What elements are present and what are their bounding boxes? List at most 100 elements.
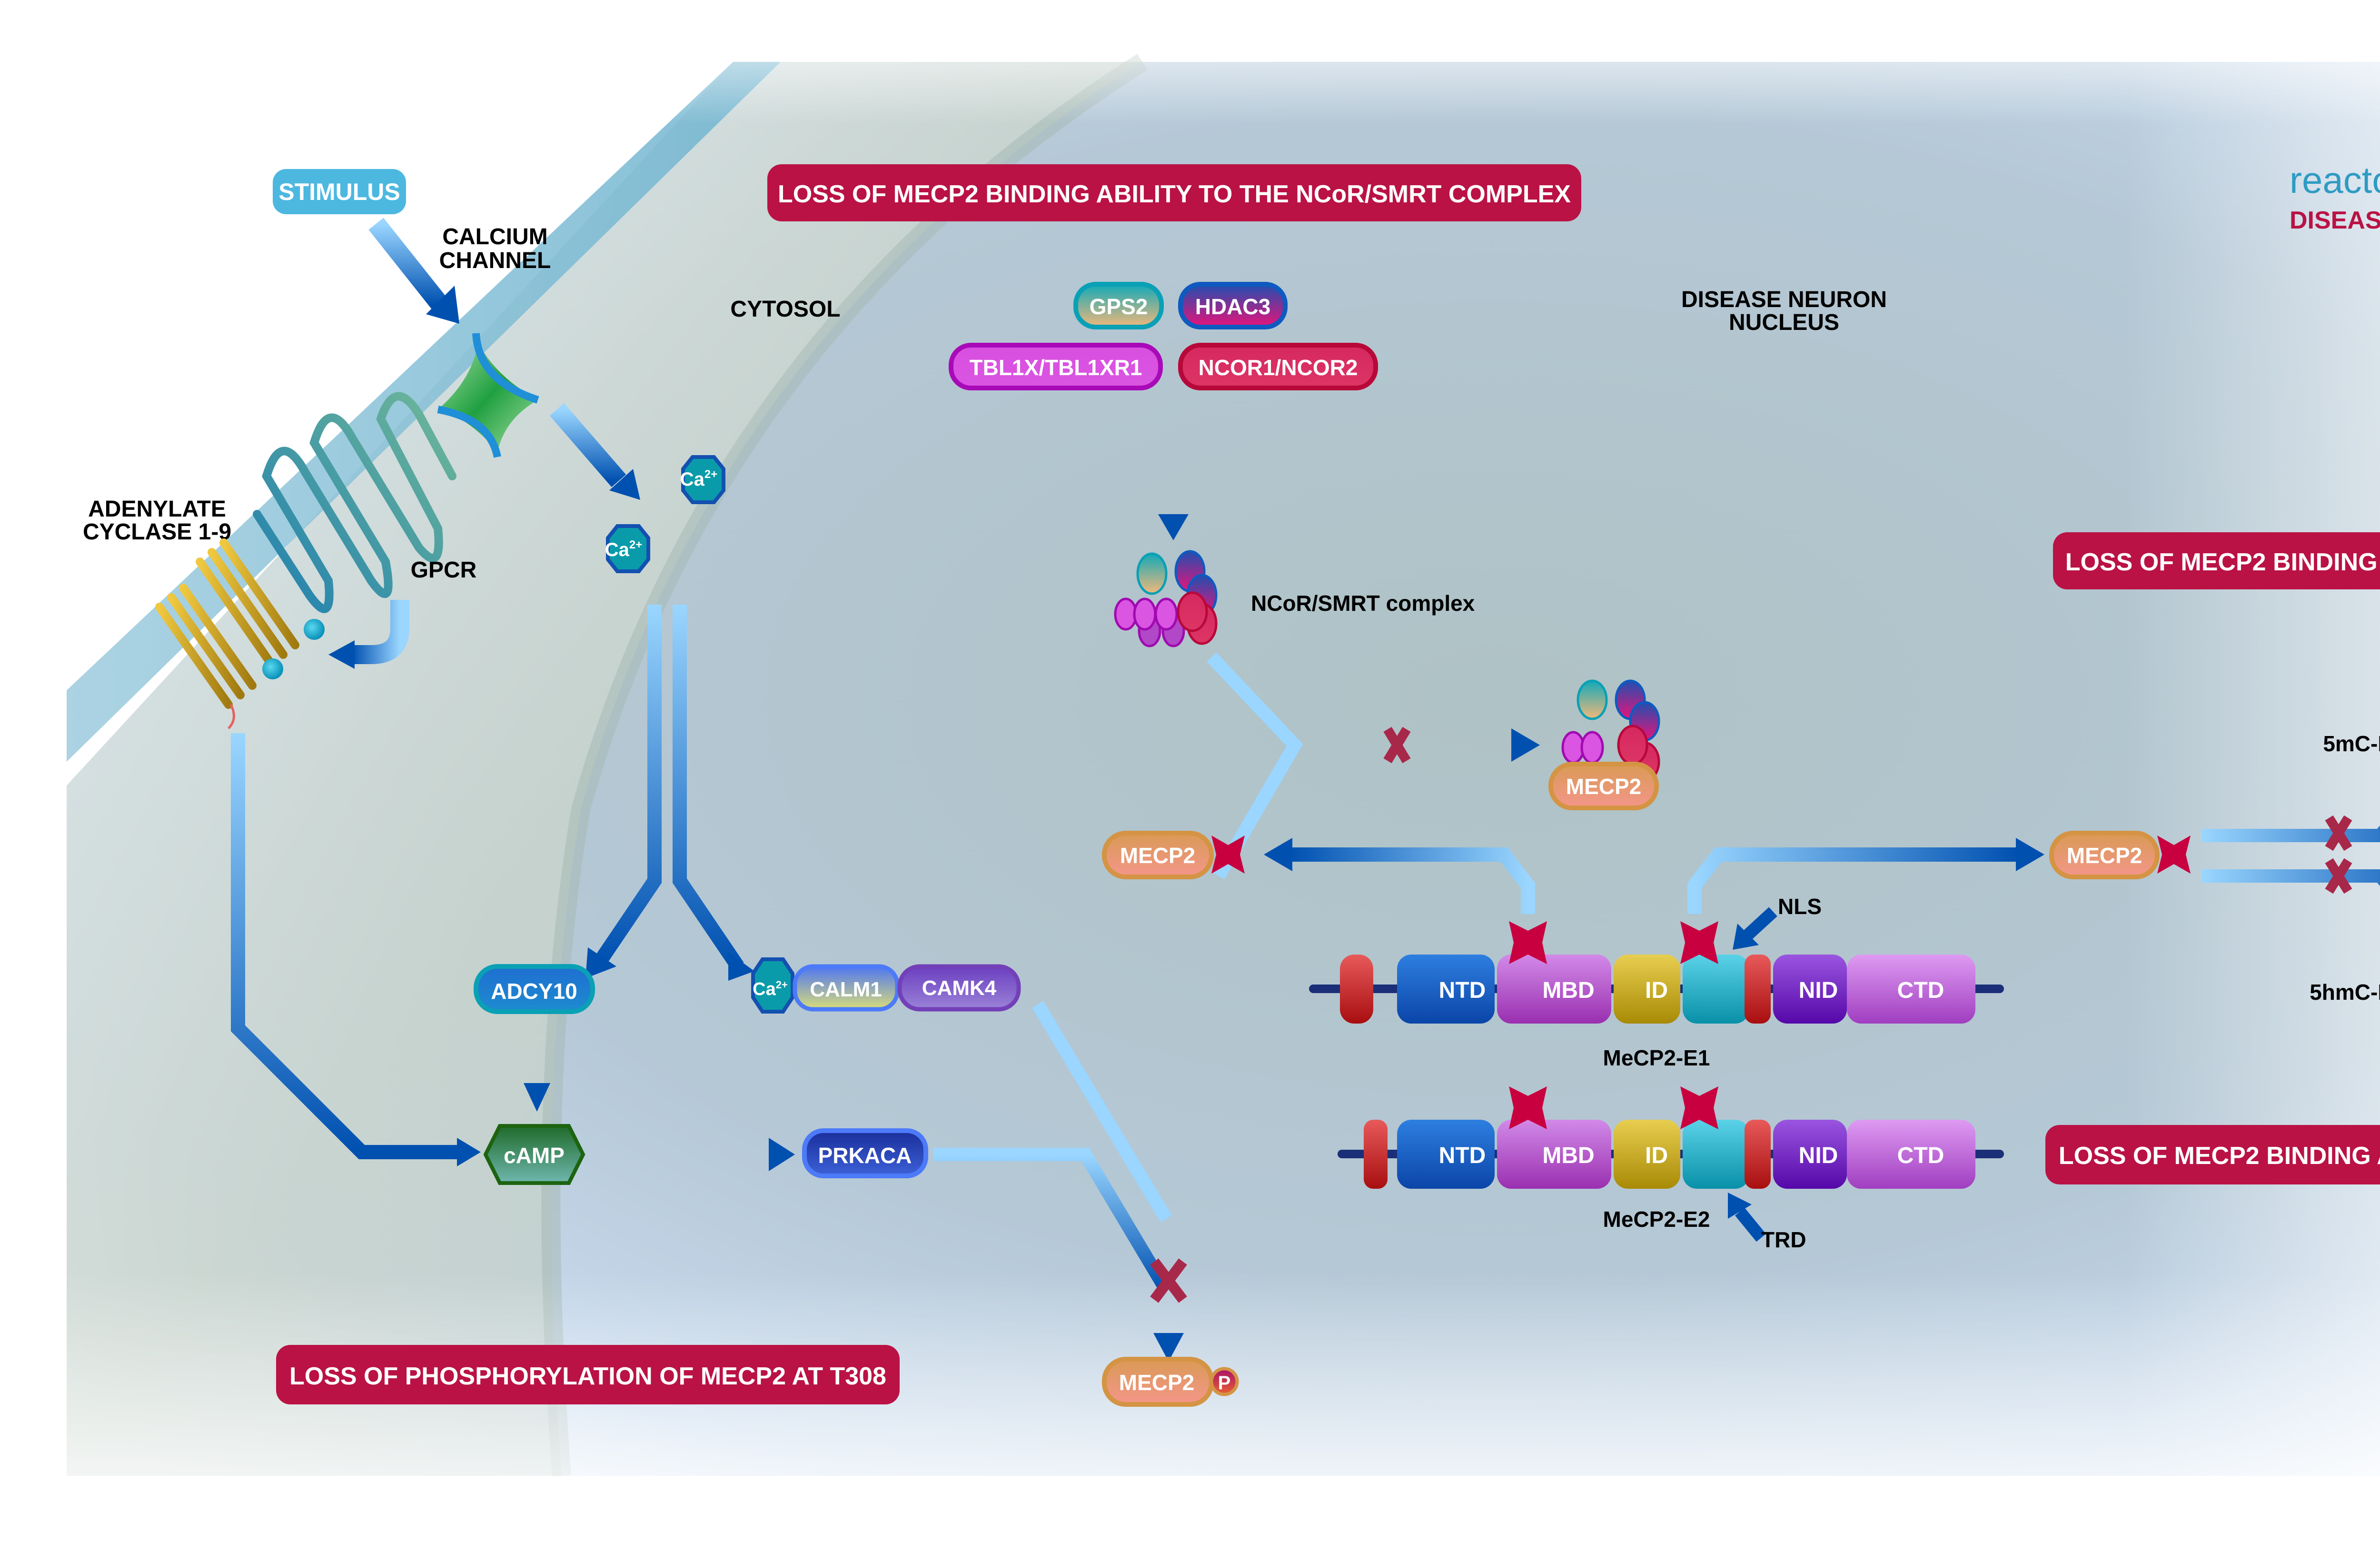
domain-n-terminal-cap bbox=[1340, 955, 1373, 1024]
arrow-e1-to-mecp2-left bbox=[1290, 847, 1535, 914]
5mc-dna-label: 5mC-DNA bbox=[2323, 731, 2380, 756]
domain-ntd-label: NTD bbox=[1439, 978, 1486, 1003]
inhibition-x-ncor bbox=[1383, 726, 1411, 764]
prkaca-node[interactable]: PRKACA bbox=[802, 1128, 928, 1178]
arrowhead-ca bbox=[609, 469, 640, 500]
mecp2-mutant-node-right[interactable]: MECP2 bbox=[2049, 831, 2191, 879]
domain-nls bbox=[1745, 955, 1771, 1024]
reactome-logo[interactable]: reactome DISEASE bbox=[2243, 0, 2380, 234]
arrowhead-mecp2-left bbox=[1264, 838, 1292, 871]
gpcr-icon[interactable] bbox=[253, 392, 456, 613]
camk4-node[interactable] bbox=[897, 964, 1021, 1012]
trd-pointer-arrow bbox=[1735, 1207, 1766, 1242]
inhibition-x-phospho bbox=[1150, 1258, 1187, 1303]
mecp2-phosphorylated-node[interactable]: MECP2 P bbox=[1102, 1357, 1239, 1407]
calcium-ion-2[interactable]: Ca2+ bbox=[605, 524, 650, 573]
domain-n-terminal-cap bbox=[1364, 1120, 1388, 1189]
arrow-ca-split bbox=[585, 605, 754, 981]
nls-pointer-arrow bbox=[1740, 907, 1777, 943]
domain-ctd bbox=[1847, 955, 1975, 1024]
ncor-smrt-complex-icon[interactable] bbox=[1114, 550, 1218, 647]
calm1-label: CALM1 bbox=[810, 978, 882, 1001]
tbl1x-label: TBL1X/TBL1XR1 bbox=[970, 355, 1142, 380]
arrow-channel-to-ca bbox=[549, 403, 626, 487]
banner-5hmc-text: LOSS OF MECP2 BINDING ABILITY TO 5hmC-DN… bbox=[2059, 1142, 2380, 1170]
banner-5mc-loss[interactable]: LOSS OF MECP2 BINDING ABILITY TO 5mC-DNA bbox=[2053, 532, 2380, 589]
prkaca-label: PRKACA bbox=[818, 1143, 912, 1168]
arrowhead-ac bbox=[457, 1138, 481, 1166]
arrowhead-adcy10 bbox=[524, 1083, 550, 1112]
camp-label: cAMP bbox=[504, 1143, 565, 1168]
gps2-node[interactable]: GPS2 bbox=[1073, 282, 1164, 329]
domain-id bbox=[1614, 1120, 1680, 1189]
mecp2-e2-label: MeCP2-E2 bbox=[1603, 1207, 1710, 1232]
arrowhead-stimulus bbox=[426, 286, 459, 324]
banner-phospho-text: LOSS OF PHOSPHORYLATION OF MECP2 AT T308 bbox=[289, 1363, 886, 1390]
mutation-star-trd-icon bbox=[1680, 1086, 1718, 1129]
mutation-star-trd-icon bbox=[1680, 921, 1718, 964]
banner-ncor-text: LOSS OF MECP2 BINDING ABILITY TO THE NCo… bbox=[778, 180, 1571, 208]
camp-node[interactable]: cAMP bbox=[483, 1124, 585, 1185]
mutation-star-icon bbox=[1211, 836, 1245, 874]
arrowhead-mecp2-right bbox=[2016, 838, 2044, 871]
tbl1x-node[interactable]: TBL1X/TBL1XR1 bbox=[949, 343, 1163, 390]
domain-id-label: ID bbox=[1645, 1143, 1668, 1168]
domain-mbd bbox=[1497, 1120, 1611, 1189]
banner-ncor-loss[interactable]: LOSS OF MECP2 BINDING ABILITY TO THE NCo… bbox=[767, 164, 1581, 221]
calcium-channel-icon[interactable] bbox=[437, 333, 539, 458]
arrow-kinases-to-mecp2 bbox=[933, 843, 1184, 1362]
calm1-node[interactable] bbox=[793, 964, 900, 1012]
calcium-ion-1-label: Ca2+ bbox=[680, 468, 718, 490]
mecp2-left-label: MECP2 bbox=[1120, 843, 1195, 868]
domain-trd bbox=[1683, 955, 1749, 1024]
banner-phospho-loss[interactable]: LOSS OF PHOSPHORYLATION OF MECP2 AT T308 bbox=[276, 1345, 900, 1404]
adcy10-node[interactable]: ADCY10 bbox=[474, 964, 595, 1014]
calcium-ion-1[interactable]: Ca2+ bbox=[680, 455, 725, 504]
stimulus-node[interactable]: STIMULUS bbox=[273, 169, 406, 214]
mecp2-right-label: MECP2 bbox=[2067, 843, 2142, 868]
arrowhead-gpcr bbox=[328, 640, 355, 669]
mutation-star-mbd-icon bbox=[1509, 1086, 1547, 1129]
hdac3-node[interactable]: HDAC3 bbox=[1178, 282, 1288, 329]
arrow-e1-to-mecp2-right bbox=[1687, 847, 2018, 914]
gpcr-label: GPCR bbox=[411, 557, 477, 583]
calcium-ion-2-label: Ca2+ bbox=[605, 538, 643, 560]
mecp2-phospho-label: MECP2 bbox=[1119, 1370, 1194, 1395]
cytosol-label: CYTOSOL bbox=[730, 297, 840, 322]
calcium-channel-label-line1: CALCIUM bbox=[442, 224, 547, 249]
nls-label: NLS bbox=[1778, 894, 1822, 919]
mecp2-e1-domain-structure[interactable]: NTD MBD ID NID CTD bbox=[1309, 921, 2004, 1024]
complex-ca-label: Ca2+ bbox=[753, 979, 788, 999]
ca-calm1-camk4-complex[interactable]: Ca2+ CALM1 CAMK4 bbox=[751, 957, 1021, 1014]
ncor-complex-label: NCoR/SMRT complex bbox=[1251, 591, 1475, 616]
mecp2-mutant-node-left[interactable]: MECP2 bbox=[1102, 831, 1245, 879]
adenylate-cyclase-icon[interactable] bbox=[155, 538, 325, 729]
5hmc-dna-label: 5hmC-DNA bbox=[2310, 980, 2380, 1005]
domain-mbd-label: MBD bbox=[1542, 978, 1594, 1003]
nucleus-label-line2: NUCLEUS bbox=[1729, 310, 1839, 335]
domain-id-label: ID bbox=[1645, 978, 1668, 1003]
stimulus-label: STIMULUS bbox=[278, 179, 400, 205]
domain-nid-label: NID bbox=[1799, 1143, 1838, 1168]
mecp2-ncor-label: MECP2 bbox=[1566, 774, 1641, 799]
domain-ctd bbox=[1847, 1120, 1975, 1189]
mecp2-ncor-bound-complex[interactable]: MECP2 bbox=[1548, 679, 1660, 810]
trd-label: TRD bbox=[1761, 1227, 1806, 1252]
mutation-star-mbd-icon bbox=[1509, 921, 1547, 964]
domain-ntd bbox=[1397, 955, 1495, 1024]
domain-nid-label: NID bbox=[1799, 978, 1838, 1003]
domain-ntd bbox=[1397, 1120, 1495, 1189]
arrowhead-camp bbox=[769, 1138, 795, 1171]
banner-5hmc-loss[interactable]: LOSS OF MECP2 BINDING ABILITY TO 5hmC-DN… bbox=[2045, 1125, 2380, 1184]
mecp2-e1-label: MeCP2-E1 bbox=[1603, 1045, 1710, 1070]
domain-nls bbox=[1745, 1120, 1771, 1189]
ncor1-node[interactable]: NCOR1/NCOR2 bbox=[1178, 343, 1378, 390]
gps2-label: GPS2 bbox=[1090, 294, 1148, 319]
mecp2-e2-domain-structure[interactable]: NTD MBD ID NID CTD bbox=[1338, 1086, 2004, 1189]
arrow-ncor-binding bbox=[1206, 652, 1540, 880]
calcium-channel-label-line2: CHANNEL bbox=[439, 248, 551, 273]
hdac3-label: HDAC3 bbox=[1195, 294, 1270, 319]
adcy10-label: ADCY10 bbox=[491, 979, 577, 1004]
